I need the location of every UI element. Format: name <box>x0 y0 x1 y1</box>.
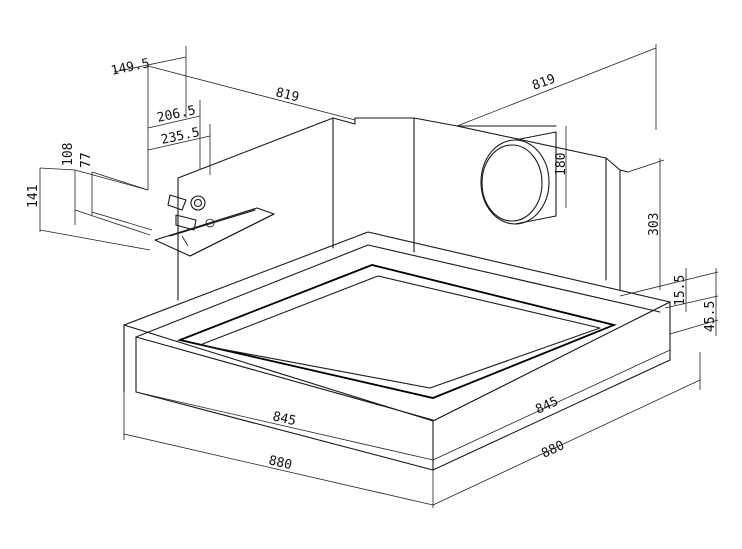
duct-collar <box>480 131 557 225</box>
dim-label-inner-panel-front: 845 <box>271 409 297 429</box>
dim-label-bracket-offset: 149.5 <box>110 56 151 79</box>
dim-label-outer-panel-front: 880 <box>267 453 293 473</box>
dimension-lines <box>39 44 719 508</box>
dim-label-frame-thickness-a: 15.5 <box>673 275 688 306</box>
dim-label-duct-diameter: 180 <box>554 153 569 176</box>
dim-label-bracket-inner-a: 206.5 <box>156 103 197 126</box>
dim-label-inner-panel-right: 845 <box>533 394 561 418</box>
ceiling-panel <box>123 231 671 471</box>
dim-label-bracket-height-b: 77 <box>79 152 94 168</box>
dim-label-bracket-height-a: 108 <box>61 143 76 166</box>
dim-label-box-length-right: 819 <box>530 72 557 94</box>
mounting-bracket <box>154 194 275 257</box>
dim-label-bracket-height-total: 141 <box>26 185 41 208</box>
dim-label-frame-thickness-b: 45.5 <box>703 301 718 332</box>
dim-label-bracket-inner-b: 235.5 <box>160 125 201 148</box>
dim-label-outer-panel-right: 880 <box>539 438 567 462</box>
dim-label-box-height: 303 <box>647 213 662 236</box>
dim-label-box-length-left: 819 <box>274 85 300 105</box>
